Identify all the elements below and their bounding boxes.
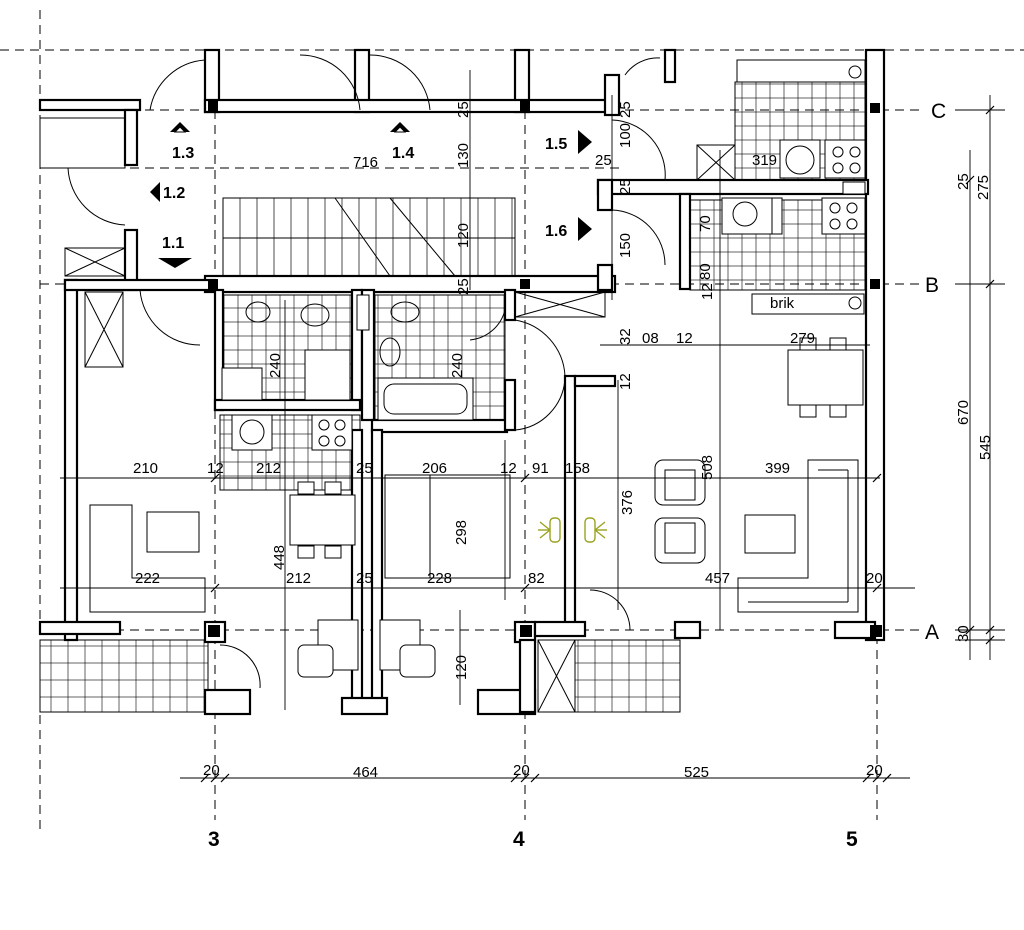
- dimension-tick: [210, 473, 220, 483]
- dim-80: 80: [697, 263, 714, 280]
- dimension-tick: [985, 635, 995, 645]
- marker-1-5: 1.5: [545, 136, 567, 153]
- dim-08: 08: [642, 330, 659, 347]
- dim-212-b: 212: [286, 570, 311, 587]
- dimension-tick: [985, 105, 995, 115]
- dim-20-a: 20: [203, 762, 220, 779]
- dimension-tick: [200, 773, 210, 783]
- dim-376: 376: [619, 490, 636, 515]
- dim-670: 670: [955, 400, 972, 425]
- marker-1-2: 1.2: [163, 185, 185, 202]
- axis-label-4: 4: [513, 828, 525, 851]
- marker-1-3: 1.3: [172, 145, 194, 162]
- dimension-texts: 716 130 120 100 150 25 25 25 25 25 32 08…: [133, 101, 994, 781]
- marker-1-6: 1.6: [545, 223, 567, 240]
- marker-1-1: 1.1: [162, 235, 184, 252]
- dimension-tick: [520, 773, 530, 783]
- dim-508: 508: [699, 455, 716, 480]
- dim-32: 32: [617, 328, 634, 345]
- kitchen-label: brik: [770, 295, 795, 312]
- wall-lamps: [538, 517, 607, 543]
- dim-25-d: 25: [617, 178, 634, 195]
- dim-150: 150: [617, 233, 634, 258]
- dimension-tick: [520, 473, 530, 483]
- dim-158: 158: [565, 460, 590, 477]
- axis-label-3: 3: [208, 828, 220, 851]
- dim-25-c: 25: [455, 278, 472, 295]
- dim-20-b: 20: [513, 762, 530, 779]
- dim-228: 228: [427, 570, 452, 587]
- dim-206: 206: [422, 460, 447, 477]
- dimension-tick: [965, 175, 975, 185]
- dim-30: 30: [955, 625, 972, 642]
- dim-91: 91: [532, 460, 549, 477]
- dim-279: 279: [790, 330, 815, 347]
- axis-labels: C B A 3 4 5: [208, 100, 946, 851]
- dim-25-r: 25: [955, 173, 972, 190]
- dim-20: 20: [866, 570, 883, 587]
- dim-222: 222: [135, 570, 160, 587]
- dim-130: 130: [455, 143, 472, 168]
- dimension-tick: [530, 773, 540, 783]
- dimension-tick: [210, 773, 220, 783]
- dim-120-b: 120: [453, 655, 470, 680]
- axis-label-b: B: [925, 274, 939, 297]
- dimension-tick: [985, 279, 995, 289]
- marker-1-4: 1.4: [392, 145, 414, 162]
- axis-label-5: 5: [846, 828, 858, 851]
- dim-545: 545: [977, 435, 994, 460]
- staircase: [222, 197, 516, 277]
- dim-525: 525: [684, 764, 709, 781]
- dimension-tick: [965, 625, 975, 635]
- dimension-tick: [520, 583, 530, 593]
- dim-100: 100: [617, 123, 634, 148]
- dim-120: 120: [455, 223, 472, 248]
- dim-25-b: 25: [455, 101, 472, 118]
- section-markers: 1.3 1.4 1.2 1.1 1.5 1.6: [150, 122, 592, 268]
- furniture: brik: [89, 59, 866, 678]
- dimension-tick: [872, 583, 882, 593]
- dim-240-a: 240: [267, 353, 284, 378]
- axis-label-c: C: [931, 100, 946, 123]
- dim-448: 448: [271, 545, 288, 570]
- dim-25-a: 25: [595, 152, 612, 169]
- dim-25-f: 25: [356, 460, 373, 477]
- dim-275: 275: [975, 175, 992, 200]
- dim-319: 319: [752, 152, 777, 169]
- axis-label-a: A: [925, 621, 939, 644]
- dimension-tick: [882, 773, 892, 783]
- dim-12-c: 12: [617, 373, 634, 390]
- dim-70: 70: [697, 215, 714, 232]
- dim-12-a: 12: [676, 330, 693, 347]
- dim-25-g: 25: [356, 570, 373, 587]
- dim-464: 464: [353, 764, 378, 781]
- dimension-tick: [210, 583, 220, 593]
- dimension-tick: [985, 625, 995, 635]
- dim-25-e: 25: [617, 101, 634, 118]
- dimension-lines: [60, 70, 1005, 783]
- dim-212-a: 212: [256, 460, 281, 477]
- dim-82: 82: [528, 570, 545, 587]
- shafts: [39, 117, 736, 713]
- dimension-tick: [872, 773, 882, 783]
- dim-240-b: 240: [449, 353, 466, 378]
- dimension-tick: [220, 773, 230, 783]
- dim-298: 298: [453, 520, 470, 545]
- dimension-tick: [510, 773, 520, 783]
- dimension-tick: [872, 473, 882, 483]
- dim-12-d: 12: [207, 460, 224, 477]
- dim-210: 210: [133, 460, 158, 477]
- walls: [38, 48, 886, 716]
- dim-12-b: 12: [699, 283, 716, 300]
- dim-457: 457: [705, 570, 730, 587]
- dim-12-e: 12: [500, 460, 517, 477]
- dim-716: 716: [353, 154, 378, 171]
- dim-20-c: 20: [866, 762, 883, 779]
- dim-399: 399: [765, 460, 790, 477]
- dimension-tick: [862, 773, 872, 783]
